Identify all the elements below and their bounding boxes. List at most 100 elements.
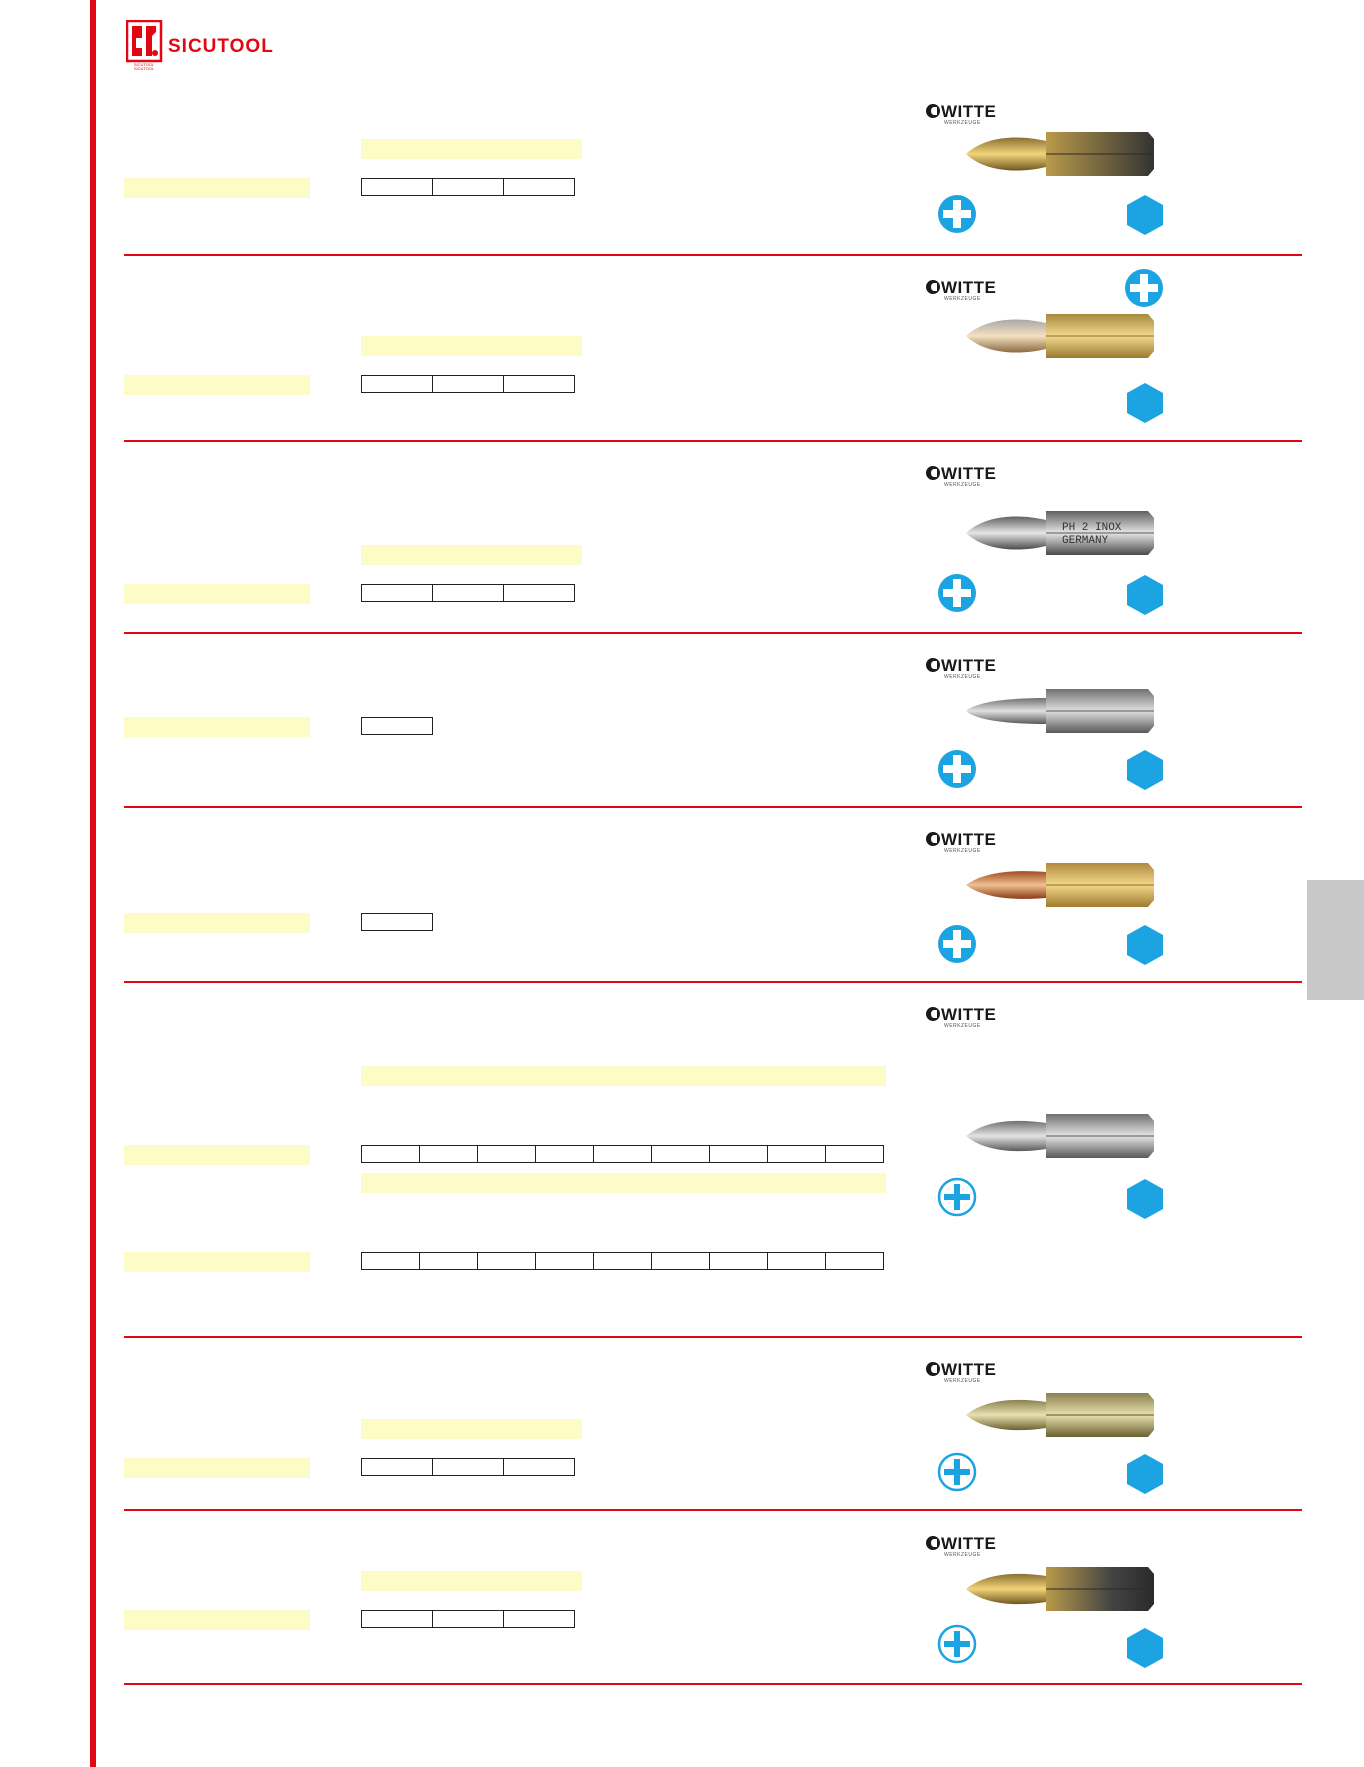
bit-image — [966, 132, 1154, 176]
table-cell — [432, 1610, 504, 1628]
witte-subtitle: WERKZEUGE — [944, 482, 981, 488]
table-cell — [503, 178, 575, 196]
table-header-bar — [361, 336, 582, 356]
bit-image — [966, 1567, 1154, 1611]
section-divider — [124, 440, 1302, 442]
size-table — [361, 913, 433, 931]
size-table — [361, 1252, 884, 1270]
table-cell — [432, 178, 504, 196]
table-cell — [593, 1145, 652, 1163]
witte-subtitle: WERKZEUGE — [944, 848, 981, 854]
witte-mark-icon — [926, 1536, 940, 1550]
table-cell — [709, 1145, 768, 1163]
section-divider — [124, 254, 1302, 256]
table-cell — [503, 1458, 575, 1476]
product-label-bar — [124, 1458, 310, 1478]
product-label-bar — [124, 375, 310, 395]
witte-mark-icon — [926, 832, 940, 846]
table-cell — [503, 375, 575, 393]
bit-image — [966, 1114, 1154, 1158]
product-label-bar — [124, 717, 310, 737]
table-header-bar — [361, 1066, 886, 1086]
product-label-bar — [124, 1145, 310, 1165]
table-cell — [477, 1145, 536, 1163]
table-cell — [432, 375, 504, 393]
witte-logo: WITTE WERKZEUGE — [926, 656, 1006, 683]
bit-engraving-line-1: PH 2 INOX — [1062, 522, 1122, 534]
table-header-bar — [361, 1419, 582, 1439]
table-cell — [361, 375, 433, 393]
size-table — [361, 1145, 884, 1163]
witte-name: WITTE — [941, 830, 997, 849]
sicutool-logo: SICUTOOL SICUTOOL SICUTOOL — [125, 19, 326, 72]
section-divider — [124, 1336, 1302, 1338]
witte-logo: WITTE WERKZEUGE — [926, 1360, 1006, 1387]
witte-mark-icon — [926, 1362, 940, 1376]
witte-name: WITTE — [941, 1534, 997, 1553]
section-divider — [124, 1509, 1302, 1511]
witte-logo: WITTE WERKZEUGE — [926, 830, 1006, 857]
table-cell — [825, 1145, 884, 1163]
size-table — [361, 178, 575, 196]
witte-name: WITTE — [941, 1360, 997, 1379]
brand-subtitle: SICUTOOL SICUTOOL — [133, 62, 155, 71]
witte-mark-icon — [926, 104, 940, 118]
section-divider — [124, 1683, 1302, 1685]
witte-logo: WITTE WERKZEUGE — [926, 1534, 1006, 1561]
phillips-solid-icon — [1125, 269, 1163, 307]
hex-shank-icon — [1127, 1454, 1163, 1494]
product-label-bar — [124, 584, 310, 604]
hex-shank-icon — [1127, 383, 1163, 423]
table-cell — [432, 584, 504, 602]
table-header-bar — [361, 139, 582, 159]
size-table — [361, 1610, 575, 1628]
phillips-solid-icon — [938, 195, 976, 233]
section-divider — [124, 806, 1302, 808]
table-cell — [651, 1252, 710, 1270]
table-cell — [535, 1252, 594, 1270]
bit-image — [966, 689, 1154, 733]
witte-subtitle: WERKZEUGE — [944, 1378, 981, 1384]
witte-subtitle: WERKZEUGE — [944, 1023, 981, 1029]
witte-mark-icon — [926, 466, 940, 480]
table-header-bar — [361, 1571, 582, 1591]
witte-name: WITTE — [941, 1005, 997, 1024]
hex-shank-icon — [1127, 925, 1163, 965]
table-cell — [432, 1458, 504, 1476]
table-cell — [361, 1458, 433, 1476]
witte-name: WITTE — [941, 656, 997, 675]
pozidriv-outline-icon — [937, 1452, 977, 1492]
section-divider — [124, 981, 1302, 983]
witte-mark-icon — [926, 280, 940, 294]
product-label-bar — [124, 178, 310, 198]
hex-shank-icon — [1127, 1628, 1163, 1668]
witte-name: WITTE — [941, 464, 997, 483]
table-cell — [825, 1252, 884, 1270]
table-cell — [767, 1252, 826, 1270]
witte-logo: WITTE WERKZEUGE — [926, 102, 1006, 129]
table-cell — [419, 1252, 478, 1270]
left-accent-bar — [90, 0, 96, 1767]
size-table — [361, 1458, 575, 1476]
section-side-tab[interactable] — [1307, 880, 1364, 1000]
bit-image — [966, 1393, 1154, 1437]
witte-logo: WITTE WERKZEUGE — [926, 1005, 1006, 1032]
table-cell — [767, 1145, 826, 1163]
sicutool-logo-icon — [125, 19, 163, 63]
bit-image — [966, 863, 1154, 907]
table-cell — [593, 1252, 652, 1270]
product-label-bar — [124, 913, 310, 933]
witte-subtitle: WERKZEUGE — [944, 674, 981, 680]
pozidriv-outline-icon — [937, 1177, 977, 1217]
witte-name: WITTE — [941, 102, 997, 121]
table-cell — [361, 1610, 433, 1628]
pozidriv-outline-icon — [937, 1624, 977, 1664]
table-header-bar — [361, 545, 582, 565]
size-table — [361, 375, 575, 393]
table-cell — [709, 1252, 768, 1270]
table-cell — [361, 178, 433, 196]
table-cell — [361, 913, 433, 931]
product-label-bar — [124, 1252, 310, 1272]
hex-shank-icon — [1127, 575, 1163, 615]
table-cell — [651, 1145, 710, 1163]
